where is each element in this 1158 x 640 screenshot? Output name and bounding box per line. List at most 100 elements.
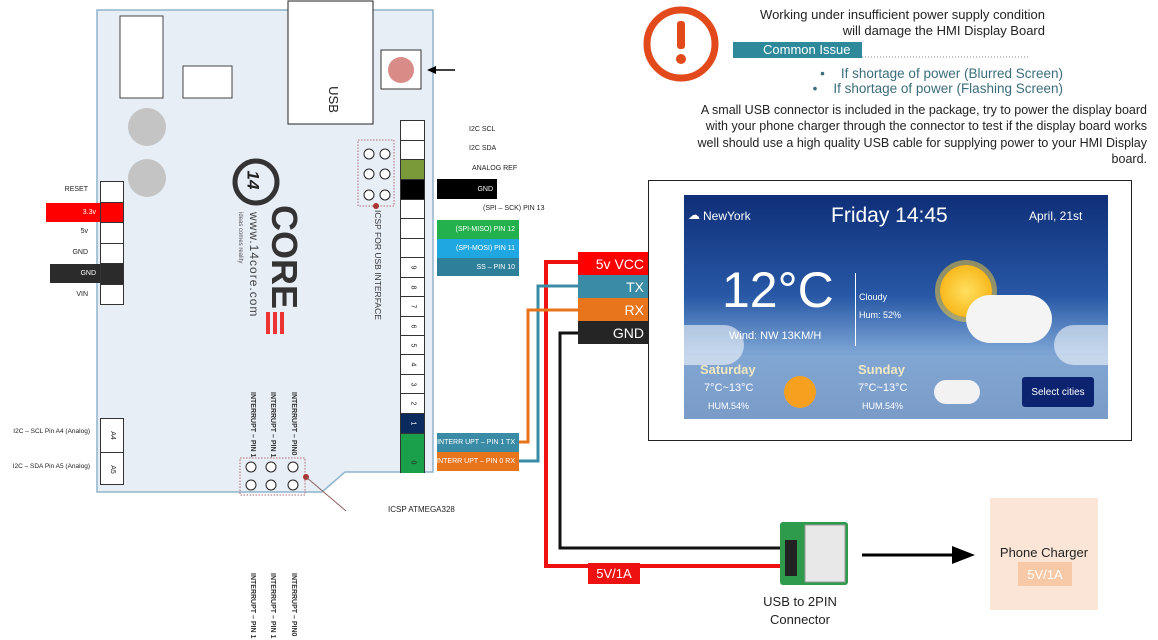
arrow-head [952,546,975,564]
icsp-pins [363,148,391,201]
hmi-weather-screen: ☁ NewYork Friday 14:45 April, 21st 12°C … [684,195,1108,419]
icsp-label: INTERRUPT – PIN0 [290,392,297,456]
display-pin-gnd: GND [578,321,648,344]
sun-icon [784,376,816,408]
label-a5: I2C – SDA Pin A5 (Analog) [12,463,90,470]
pin-3: 3 [409,382,416,386]
label-spi-miso: (SPI-MISO) PIN 12 [437,220,519,239]
day-time: Friday 14:45 [831,204,948,227]
pin-4: 4 [409,362,416,367]
pin-label-vin: VIN [76,291,88,298]
warning-icon-bar [677,21,685,49]
condition: Cloudy [859,292,888,302]
logo-stripe [280,312,284,334]
pin-label-gnd-2: GND [50,264,100,283]
section-title: Common Issue [733,42,862,58]
warning-line: Working under insufficient power supply … [760,7,1045,22]
forecast-day: Sunday [858,362,905,377]
icsp-label: INTERRUPT – PIN 1 [249,392,256,458]
pointer-line [305,476,347,512]
charger-rating: 5V/1A [1018,562,1072,586]
reset-button-cap [388,57,414,83]
label-gnd: GND [437,179,497,199]
connector-label-line: Connector [770,612,830,627]
logo-stripe [266,312,270,334]
warning-icon [643,6,719,82]
issue-list: •If shortage of power (Blurred Screen) •… [813,66,1063,96]
date-label: April, 21st [1029,209,1083,223]
logo-name: CORE [264,205,305,310]
icsp-label-lower: INTERRUPT – PIN 1 [249,573,256,639]
arduino-board [96,9,434,493]
display-pin-tx: TX [578,275,648,298]
issue-item: •If shortage of power (Blurred Screen) [820,66,1063,81]
logo-circle [232,158,280,206]
paragraph-line: board. [1111,151,1147,166]
pin-a4: A4 [108,431,116,440]
wire-rx [519,308,580,444]
select-cities-button[interactable]: Select cities [1022,377,1094,407]
pin-0: 0 [409,460,416,465]
pin-6: 6 [409,324,416,328]
warning-icon-dot [676,54,686,64]
city-label: NewYork [703,209,751,223]
micro-usb-port [804,524,846,583]
forecast-day: Saturday [700,362,756,377]
label-spi-sck: (SPI – SCK) PIN 13 [483,205,545,212]
connector-label: USB to 2PIN Connector [755,593,845,629]
icsp-label-lower: INTERRUPT – PIN 1 [269,573,276,639]
label-i2c-sda: I2C SDA [469,145,497,152]
icsp-atmega-label: ICSP ATMEGA328 [388,505,455,514]
cloud-icon [966,295,1052,343]
wire-vcc [544,260,790,568]
paragraph-line: A small USB connector is included in the… [700,103,1147,117]
pin-label-3v3: 3.3v [46,203,100,222]
analog-header: A4 A5 [100,418,124,485]
forecast-range: 7°C~13°C [858,382,908,394]
logo-url: www.14core.com [247,212,261,318]
label-ss: SS – PIN 10 [437,258,519,276]
cloud-sun-icon: ☁ [688,208,700,222]
display-pin-rx: RX [578,298,648,321]
icsp-label-lower: INTERRUPT – PIN0 [290,573,297,637]
label-i2c-scl: I2C SCL [469,126,496,133]
component-block [182,65,233,99]
icsp-label: INTERRUPT – PIN 1 [269,392,276,458]
connector-label-line: USB to 2PIN [763,594,837,609]
pin-7: 7 [409,304,416,309]
pin-8: 8 [409,285,416,289]
capacitor [128,159,166,197]
label-int-rx: INTERR UPT – PIN 0 RX [436,452,519,471]
label-analog-ref: ANALOG REF [472,165,518,172]
forecast-hum: HUM.54% [862,401,904,411]
pin-label-5v: 5v [80,228,88,235]
digital-header: 9 8 7 6 5 4 3 2 1 [400,120,425,473]
phone-charger: Phone Charger 5V/1A [990,498,1098,610]
pin-label-gnd: GND [72,249,88,256]
notice-paragraph: A small USB connector is included in the… [697,102,1147,167]
logo-number: 14 [243,170,263,190]
component-block [119,15,164,99]
forecast-hum: HUM.54% [708,401,750,411]
power-rating-label: 5V/1A [588,563,640,584]
wire-gnd [558,331,790,550]
icsp-usb-label: ICSP FOR USB INTERFACE [373,210,383,320]
pin-2: 2 [409,401,416,406]
charger-title: Phone Charger [999,545,1089,560]
warning-line: will damage the HMI Display Board [842,23,1045,38]
pin-5: 5 [409,343,416,347]
paragraph-line: with your phone charger through the conn… [705,119,1147,134]
pin-9: 9 [409,265,416,270]
logo-stripe [273,312,277,334]
pin-1: 1 [409,421,416,426]
label-a4: I2C – SCL Pin A4 (Analog) [13,428,90,435]
icsp-marker [373,203,379,209]
label-int-tx: INTERR UPT – PIN 1 TX [437,433,519,452]
wire-tx [519,284,580,463]
two-pin-header [785,540,797,576]
forecast-range: 7°C~13°C [704,382,754,394]
wind: Wind: NW 13KM/H [729,330,822,342]
rain-cloud-icon [934,380,980,404]
logo-tagline: ideas comes reality [237,212,243,264]
icsp-atmega-pins [245,461,299,491]
